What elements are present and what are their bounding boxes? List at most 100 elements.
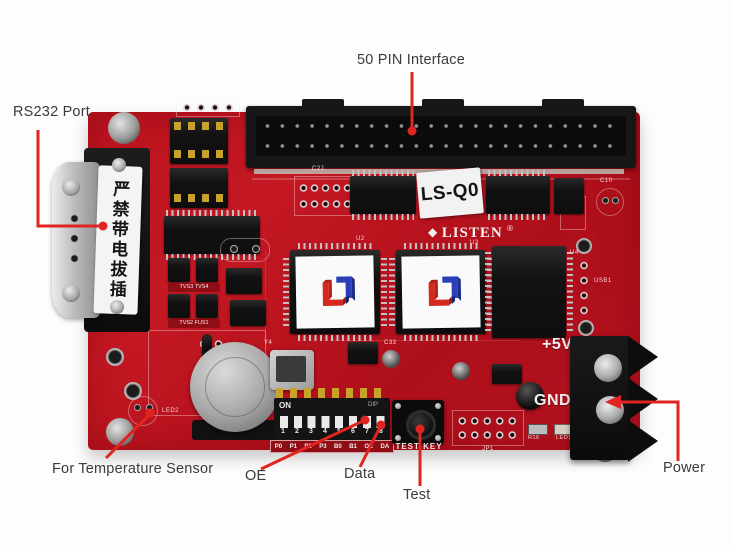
ic-pins [404,243,478,249]
terminal-fin [628,420,658,462]
dip16-ic [164,210,260,260]
terminal-screw [596,396,624,424]
tvs-diode [168,258,190,282]
callout-test: Test [403,487,431,503]
tvs-diode [196,258,218,282]
jp1-holes [456,414,518,440]
tvs-diode [196,294,218,318]
terminal-screw [594,354,622,382]
callout-rs232: RS232 Port [13,104,90,120]
pin-row [260,142,622,150]
ic-pins [298,243,372,249]
led1-ref: LED1 [556,435,572,441]
usb-hole [578,320,594,336]
c10-outline [596,188,624,216]
db9-pin-hole [70,214,79,223]
ic-pins [488,170,548,176]
button-corner-pin [435,403,441,409]
db9-jackscrew [62,178,80,196]
terminal-fin [628,378,658,420]
connector-tab [422,99,464,107]
listen-logo-icon [322,276,356,307]
warning-sticker: 严禁带电拔插 [93,165,143,315]
sram-ic [485,246,573,338]
u4-ref: U4 [570,250,579,256]
usb1-ref: USB1 [594,278,612,284]
power-terminal-block [570,336,630,460]
logo-sticker [401,255,481,329]
registered-mark: ® [507,224,514,233]
ic-socket [170,118,228,164]
via-hole [602,197,609,204]
callout-temp: For Temperature Sensor [52,461,214,477]
ic-pins [567,252,573,332]
callout-power: Power [663,460,706,476]
dip-number: 7 [365,428,369,435]
ic-pins [166,254,258,260]
mounting-hole [106,418,134,446]
dip-signal-strip: P0 P1 P2 P3 B0 B1 OE DA [270,440,394,453]
mounting-hole [108,112,140,144]
soic8-ic [226,268,262,294]
50-pin-connector [246,99,636,168]
dip-signal: OE [364,443,374,450]
button-cap [406,410,436,440]
temp-sensor-outline [128,396,158,426]
ic-pins [488,214,548,220]
callout-oe: OE [245,468,267,484]
connector-tab [302,99,344,107]
screw [112,158,126,172]
dip-dip-label: DIP [368,402,379,408]
ic-pins [389,258,395,326]
db9-pin-hole [70,254,79,263]
u2-ref: U2 [356,236,365,242]
resistor [528,424,548,435]
via-hole [230,245,238,253]
dip-signal: P2 [304,443,312,450]
pin-row [260,122,622,130]
tvs-label: TVS3 TVS4 [168,283,220,292]
callout-data: Data [344,466,376,482]
y4-ref: Y4 [264,340,273,346]
dip-number: 2 [295,428,299,435]
dip-number: 5 [337,428,341,435]
ic-pins [352,170,414,176]
ic-pins [298,335,372,341]
listen-diamond-icon: ◆ [428,225,438,239]
header-holes [180,102,236,113]
oscillator [270,350,314,390]
usb-hole [576,238,592,254]
via-hole [612,197,619,204]
test-key-silkscreen: TEST KEY [395,442,443,451]
r16-ref: R16 [528,435,540,441]
dip-signal: P0 [274,443,283,450]
gold-pads [174,150,224,158]
dip-signal: B1 [349,443,357,450]
c2j-holes [298,180,350,210]
battery-engraving [205,357,265,417]
ic-pins [283,258,289,326]
brand-silkscreen: ◆ LISTEN ® [428,224,568,242]
dip-numbers: 1 2 3 4 5 6 7 8 [276,428,388,435]
callout-50pin: 50 PIN Interface [357,52,465,68]
dip-signal: DA [380,443,390,450]
via-hole [252,245,260,253]
coin-cell-battery [190,342,280,432]
silkscreen-line [265,250,266,340]
dip-on-label: ON [279,401,291,410]
warning-text: 严禁带电拔插 [105,179,130,301]
header-outline [176,100,240,117]
db9-jackscrew [62,284,80,302]
electrolytic-capacitor [516,382,544,410]
capacitor [382,350,400,368]
model-text: LS-Q0 [419,179,480,206]
jp1-ref: JP1 [482,446,494,452]
dip-number: 3 [309,428,313,435]
dip-signal: P3 [319,443,327,450]
test-key-button [392,400,444,444]
temp-sensor-pad [134,404,141,411]
db9-pin-hole [70,234,79,243]
ic-pins [404,335,478,341]
soic8-ic [230,300,266,326]
